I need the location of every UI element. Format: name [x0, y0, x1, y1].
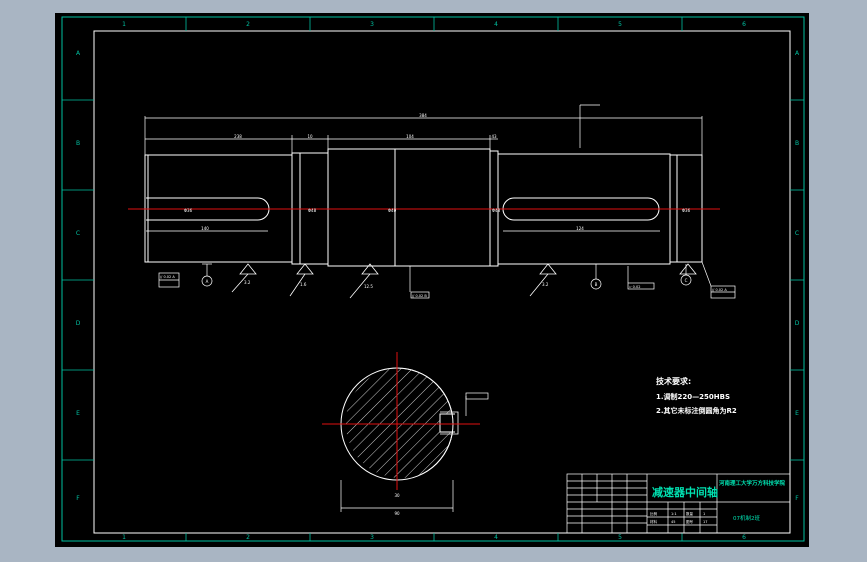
dim-dia-left: Φ36	[184, 208, 193, 213]
zone-ticks	[62, 17, 804, 541]
row-label: E	[795, 410, 799, 417]
tb-cell: 45	[671, 520, 675, 524]
row-label: D	[795, 320, 800, 327]
row-label: A	[795, 50, 800, 57]
roughness-symbols	[231, 263, 697, 299]
row-label: D	[76, 320, 81, 327]
row-label: B	[795, 140, 799, 147]
dim-key-left: 140	[201, 226, 209, 231]
row-label: E	[76, 410, 80, 417]
tb-cell: 1:1	[671, 512, 677, 516]
tolerance-text: // 0.02 A	[712, 288, 727, 292]
dim-seg2: 10	[307, 134, 313, 139]
dim-dia-ctr: Φ40	[388, 208, 397, 213]
tb-cell: 数量	[686, 511, 694, 516]
tolerance-text: ⌭ 0.02	[629, 285, 640, 289]
dim-seg4: 43	[491, 134, 497, 139]
outer-border	[61, 16, 805, 542]
notes-line-2: 2.其它未标注倒圆角为R2	[656, 406, 737, 415]
tb-cell: 比例	[650, 511, 658, 516]
dim-key-right: 124	[576, 226, 584, 231]
col-label: 5	[618, 534, 622, 541]
inner-border	[93, 30, 791, 534]
part-name: 减速器中间轴	[652, 485, 718, 499]
roughness-value: 3.2	[244, 280, 251, 285]
tb-cell: 1	[703, 512, 705, 516]
tb-cell: 图号	[686, 519, 694, 524]
datum-markers	[201, 263, 692, 290]
col-label: 3	[370, 534, 374, 541]
col-label: 4	[494, 21, 498, 28]
row-label: C	[795, 230, 799, 237]
school-name: 河南理工大学万方科技学院	[719, 479, 786, 487]
notes-heading: 技术要求:	[656, 376, 691, 386]
datum-label: B	[595, 282, 598, 287]
dimension-lines	[144, 104, 703, 232]
section-dim-width: 30	[394, 493, 400, 498]
tolerance-text: // 0.02 A	[160, 275, 175, 279]
col-label: 2	[246, 21, 250, 28]
col-label: 1	[122, 21, 126, 28]
tb-cell: 材料	[650, 519, 658, 524]
col-label: 2	[246, 534, 250, 541]
dim-dia-mid: Φ48	[308, 208, 317, 213]
tolerance-frames	[158, 261, 736, 299]
row-label: C	[76, 230, 80, 237]
dim-seg1: 238	[234, 134, 242, 139]
col-label: 6	[742, 21, 746, 28]
row-label: B	[76, 140, 80, 147]
dim-seg3: 104	[406, 134, 414, 139]
col-label: 4	[494, 534, 498, 541]
tolerance-text: // 0.02 B	[412, 294, 427, 298]
datum-label: C	[685, 278, 688, 283]
col-label: 1	[122, 534, 126, 541]
row-label: F	[795, 495, 799, 502]
col-label: 3	[370, 21, 374, 28]
dim-dia-end: Φ36	[682, 208, 691, 213]
roughness-value: 3.2	[542, 282, 549, 287]
col-label: 6	[742, 534, 746, 541]
row-label: A	[76, 50, 81, 57]
dim-overall: 384	[419, 113, 427, 118]
datum-label: A	[206, 279, 209, 284]
roughness-value: 12.5	[364, 284, 373, 289]
cross-section	[322, 352, 489, 512]
dim-dia-right: Φ48	[492, 208, 501, 213]
roughness-value: 1.6	[300, 282, 307, 287]
title-block	[566, 473, 791, 534]
section-dim-depth: 90	[394, 511, 400, 516]
col-label: 5	[618, 21, 622, 28]
row-label: F	[76, 495, 80, 502]
tb-cell: 17	[703, 520, 707, 524]
notes-line-1: 1.调制220—250HBS	[656, 392, 730, 401]
class-name: 07机制2班	[733, 514, 760, 522]
